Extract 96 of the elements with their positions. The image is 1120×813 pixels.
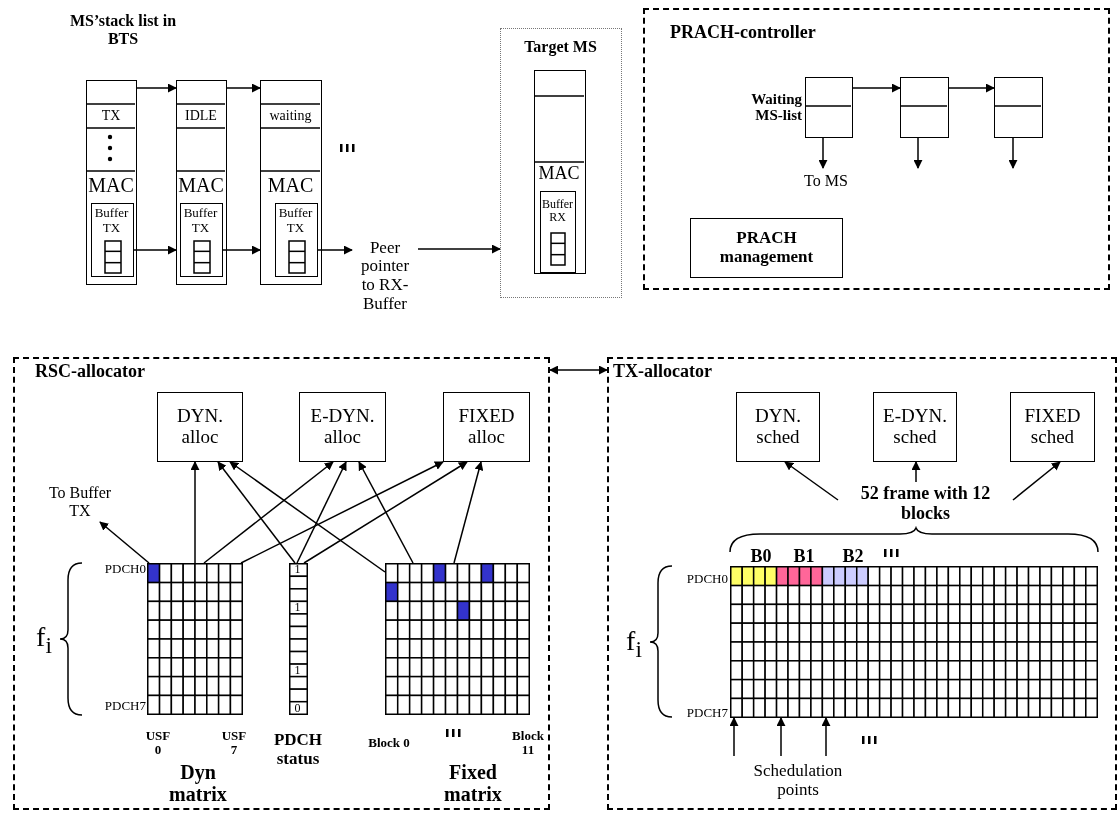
matrix-grid — [147, 563, 243, 715]
arrow — [226, 83, 261, 93]
panel-title: PRACH-controller — [670, 23, 816, 43]
layer-label: MAC — [178, 174, 224, 196]
arrow — [417, 244, 501, 254]
arrow — [358, 461, 414, 564]
column-label: USF 0 — [144, 728, 172, 758]
target-ms-panel — [500, 28, 622, 298]
list-heading: Waiting MS-list — [750, 90, 802, 124]
block-label: B0 — [750, 546, 772, 567]
arrow — [133, 245, 177, 255]
arrow — [136, 83, 177, 93]
status-value: 1 — [294, 562, 301, 576]
arrow — [240, 461, 444, 564]
arrow — [303, 461, 468, 564]
arrow — [222, 245, 261, 255]
state-label: IDLE — [185, 108, 217, 124]
allocator-panel — [607, 357, 1117, 810]
stack-list-heading: MS’stack list in BTS — [68, 12, 178, 48]
matrix-grid — [385, 563, 530, 715]
edge-label: To MS — [804, 172, 848, 190]
panel-title: Target MS — [524, 38, 597, 56]
panel-title: RSC-allocator — [35, 362, 145, 382]
block-label: B2 — [842, 546, 864, 567]
state-label: TX — [101, 108, 121, 124]
arrow — [784, 461, 839, 501]
process-box: DYN. alloc — [157, 392, 243, 462]
channel-label: PDCH0 — [104, 562, 146, 577]
list-cell-box — [900, 77, 949, 138]
allocator-panel — [13, 357, 550, 810]
column-label: Block 11 — [511, 728, 545, 758]
buffer-box — [90, 202, 134, 277]
process-box: FIXED alloc — [443, 392, 530, 462]
arrow — [776, 717, 786, 757]
arrow — [818, 137, 828, 169]
buffer-box — [179, 202, 223, 277]
layer-label: MAC — [267, 174, 314, 196]
frequency-label: f$_{i}$ — [626, 625, 642, 663]
arrow — [1008, 137, 1018, 169]
arrow — [948, 83, 995, 93]
matrix-caption: Fixed matrix — [443, 761, 503, 805]
arrow — [911, 461, 921, 483]
buffer-box — [540, 191, 576, 273]
arrow — [203, 461, 334, 564]
channel-label: PDCH7 — [104, 699, 146, 714]
process-box: PRACH management — [690, 218, 843, 278]
status-value: 0 — [294, 701, 301, 715]
buffer-label: Buffer RX — [541, 197, 574, 225]
arrow — [296, 461, 347, 564]
arrow — [729, 717, 739, 757]
arrow — [913, 137, 923, 169]
controller-panel — [643, 8, 1110, 290]
column-label: USF 7 — [220, 728, 248, 758]
status-column — [289, 563, 308, 715]
state-label: waiting — [269, 108, 312, 124]
buffer-label: Buffer TX — [93, 206, 130, 235]
arrow — [229, 461, 386, 573]
annotation-label: To Buffer TX — [40, 482, 120, 522]
arrow — [217, 461, 296, 564]
process-box: E-DYN. alloc — [299, 392, 386, 462]
arrow — [549, 365, 608, 375]
status-value: 1 — [294, 663, 301, 677]
frequency-label: f$_{i}$ — [36, 621, 52, 659]
channel-label: PDCH0 — [686, 572, 728, 587]
arrow — [99, 521, 150, 564]
channel-label: PDCH7 — [686, 706, 728, 721]
frame-grid — [730, 566, 1098, 718]
buffer-label: Buffer TX — [277, 206, 314, 235]
protocol-stack-box — [86, 80, 137, 285]
layer-label: MAC — [88, 174, 134, 196]
arrow — [1012, 461, 1061, 501]
protocol-stack-box — [533, 69, 586, 274]
process-box: DYN. sched — [736, 392, 820, 462]
process-box: FIXED sched — [1010, 392, 1095, 462]
matrix-caption: Dyn matrix — [168, 761, 228, 805]
layer-label: MAC — [538, 163, 580, 184]
column-caption: PDCH status — [272, 731, 324, 769]
arrow — [317, 245, 353, 255]
process-box: E-DYN. sched — [873, 392, 957, 462]
list-cell-box — [994, 77, 1043, 138]
list-cell-box — [805, 77, 853, 138]
arrow — [190, 461, 200, 564]
annotation-label: Schedulation points — [728, 756, 868, 806]
buffer-box — [274, 202, 318, 277]
protocol-stack-box — [260, 80, 322, 285]
arrow — [821, 717, 831, 757]
status-value: 1 — [294, 600, 301, 614]
peer-pointer-label: Peer pointer to RX-Buffer — [352, 232, 418, 320]
arrow — [852, 83, 901, 93]
block-label: B1 — [793, 546, 815, 567]
annotation-label: 52 frame with 12 blocks — [838, 482, 1013, 526]
protocol-stack-box — [176, 80, 227, 285]
arrow — [453, 461, 484, 564]
panel-title: TX-allocator — [613, 362, 712, 382]
buffer-label: Buffer TX — [182, 206, 219, 235]
column-label: Block 0 — [368, 735, 410, 751]
